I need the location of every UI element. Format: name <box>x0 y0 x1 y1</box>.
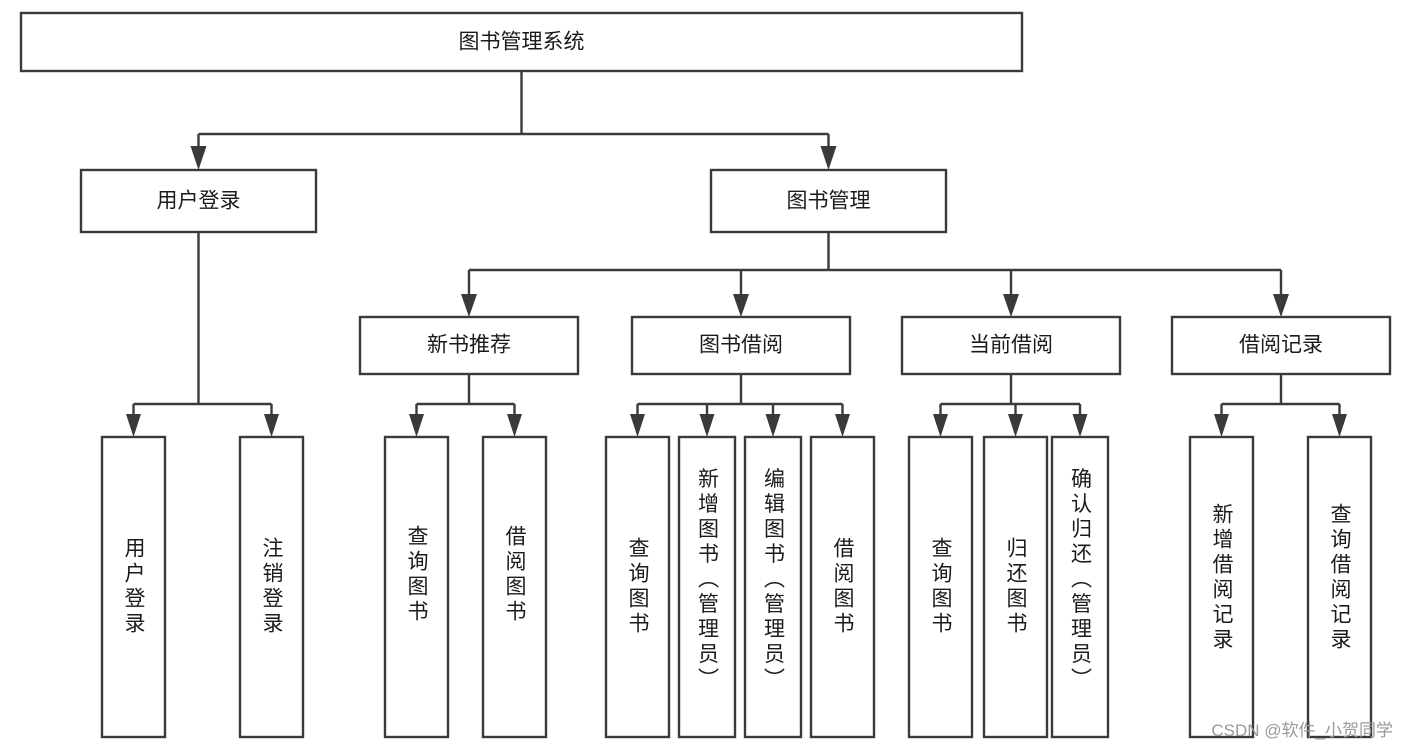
connector-group-user-login-to-leaves <box>126 232 279 437</box>
node-root-box[interactable] <box>19 11 1024 73</box>
node-leaf-borrow-book-1[interactable]: 借阅图书 <box>481 435 548 739</box>
node-user-login-label: 用户登录 <box>157 190 241 213</box>
node-leaf-query-book-3-box[interactable] <box>907 435 974 739</box>
node-leaf-query-book-3-label: 查询图书 <box>929 537 953 637</box>
node-leaf-query-borrow-record-label: 查询借阅记录 <box>1328 503 1352 653</box>
arrow-head-book-manage <box>820 146 837 170</box>
arrow-head-borrow-record <box>1273 294 1289 317</box>
node-book-borrow-box[interactable] <box>630 315 852 376</box>
arrow-head-leaf-borrow-book-1 <box>507 414 522 437</box>
node-leaf-return-book-label: 归还图书 <box>1004 537 1028 637</box>
node-book-borrow[interactable]: 图书借阅 <box>630 315 852 376</box>
node-leaf-query-borrow-record-box[interactable] <box>1306 435 1373 739</box>
node-leaf-add-borrow-record-box[interactable] <box>1188 435 1255 739</box>
node-leaf-logout-login[interactable]: 注销登录 <box>238 435 305 739</box>
node-leaf-confirm-return-admin-label: 确认归还（管理员） <box>1069 468 1093 693</box>
arrow-head-leaf-borrow-book-2 <box>835 414 850 437</box>
node-book-manage[interactable]: 图书管理 <box>709 168 948 234</box>
node-new-book-recommend-box[interactable] <box>358 315 580 376</box>
node-borrow-record[interactable]: 借阅记录 <box>1170 315 1392 376</box>
node-leaf-add-book-admin-label: 新增图书（管理员） <box>696 468 720 693</box>
node-leaf-query-book-2-label: 查询图书 <box>626 537 650 637</box>
node-leaf-user-login[interactable]: 用户登录 <box>100 435 167 739</box>
node-borrow-record-label: 借阅记录 <box>1239 334 1323 357</box>
arrow-head-leaf-return-book <box>1008 414 1023 437</box>
arrow-head-leaf-query-borrow-record <box>1332 414 1347 437</box>
arrow-head-new-book-recommend <box>461 294 477 317</box>
node-current-borrow[interactable]: 当前借阅 <box>900 315 1122 376</box>
node-leaf-add-book-admin-box[interactable] <box>677 435 737 739</box>
node-leaf-return-book-box[interactable] <box>982 435 1049 739</box>
connector-group-borrow-record-to-leaves <box>1214 374 1347 437</box>
node-user-login[interactable]: 用户登录 <box>79 168 318 234</box>
arrow-head-leaf-edit-book-admin <box>765 414 781 437</box>
node-borrow-record-box[interactable] <box>1170 315 1392 376</box>
arrow-head-leaf-logout-login <box>264 414 279 437</box>
connector-group-book-manage-to-level3 <box>461 232 1289 317</box>
node-leaf-borrow-book-1-box[interactable] <box>481 435 548 739</box>
arrow-head-leaf-query-book-3 <box>933 414 948 437</box>
node-leaf-user-login-box[interactable] <box>100 435 167 739</box>
node-leaf-query-book-1[interactable]: 查询图书 <box>383 435 450 739</box>
connector-group-current-borrow-to-leaves <box>933 374 1088 437</box>
node-new-book-recommend[interactable]: 新书推荐 <box>358 315 580 376</box>
node-user-login-box[interactable] <box>79 168 318 234</box>
node-leaf-query-book-2-box[interactable] <box>604 435 671 739</box>
arrow-head-current-borrow <box>1003 294 1019 317</box>
node-root[interactable]: 图书管理系统 <box>19 11 1024 73</box>
node-book-borrow-label: 图书借阅 <box>699 334 783 357</box>
node-leaf-borrow-book-1-label: 借阅图书 <box>503 525 527 625</box>
node-leaf-return-book[interactable]: 归还图书 <box>982 435 1049 739</box>
arrow-head-leaf-user-login <box>126 414 141 437</box>
node-leaf-edit-book-admin-label: 编辑图书（管理员） <box>762 468 786 693</box>
node-leaf-add-borrow-record[interactable]: 新增借阅记录 <box>1188 435 1255 739</box>
node-leaf-add-borrow-record-label: 新增借阅记录 <box>1210 503 1234 653</box>
connector-group-root-to-level2 <box>190 71 837 170</box>
node-leaf-query-book-3[interactable]: 查询图书 <box>907 435 974 739</box>
arrow-head-leaf-query-book-1 <box>409 414 424 437</box>
csdn-watermark: CSDN @软件_小贺同学 <box>1211 721 1393 740</box>
connector-group-new-book-recommend-to-leaves <box>409 374 522 437</box>
node-leaf-borrow-book-2[interactable]: 借阅图书 <box>809 435 876 739</box>
node-leaf-borrow-book-2-label: 借阅图书 <box>831 537 855 637</box>
node-leaf-logout-login-label: 注销登录 <box>260 537 284 637</box>
arrow-head-leaf-confirm-return-admin <box>1072 414 1088 437</box>
node-current-borrow-box[interactable] <box>900 315 1122 376</box>
node-new-book-recommend-label: 新书推荐 <box>427 334 511 357</box>
node-leaf-add-book-admin[interactable]: 新增图书（管理员） <box>677 435 737 739</box>
node-current-borrow-label: 当前借阅 <box>969 334 1053 357</box>
arrow-head-leaf-query-book-2 <box>630 414 645 437</box>
node-leaf-logout-login-box[interactable] <box>238 435 305 739</box>
node-book-manage-label: 图书管理 <box>787 190 871 213</box>
connector-group-book-borrow-to-leaves <box>630 374 850 437</box>
node-leaf-edit-book-admin[interactable]: 编辑图书（管理员） <box>743 435 803 739</box>
node-leaf-user-login-label: 用户登录 <box>122 537 146 637</box>
node-leaf-borrow-book-2-box[interactable] <box>809 435 876 739</box>
node-leaf-query-borrow-record[interactable]: 查询借阅记录 <box>1306 435 1373 739</box>
node-leaf-edit-book-admin-box[interactable] <box>743 435 803 739</box>
node-leaf-confirm-return-admin[interactable]: 确认归还（管理员） <box>1050 435 1110 739</box>
node-leaf-query-book-1-label: 查询图书 <box>405 525 429 625</box>
arrow-head-user-login <box>190 146 207 170</box>
node-book-manage-box[interactable] <box>709 168 948 234</box>
arrow-head-leaf-add-borrow-record <box>1214 414 1229 437</box>
node-leaf-query-book-2[interactable]: 查询图书 <box>604 435 671 739</box>
arrow-head-book-borrow <box>733 294 749 317</box>
node-root-label: 图书管理系统 <box>459 31 585 54</box>
node-leaf-query-book-1-box[interactable] <box>383 435 450 739</box>
arrow-head-leaf-add-book-admin <box>699 414 715 437</box>
node-leaf-confirm-return-admin-box[interactable] <box>1050 435 1110 739</box>
